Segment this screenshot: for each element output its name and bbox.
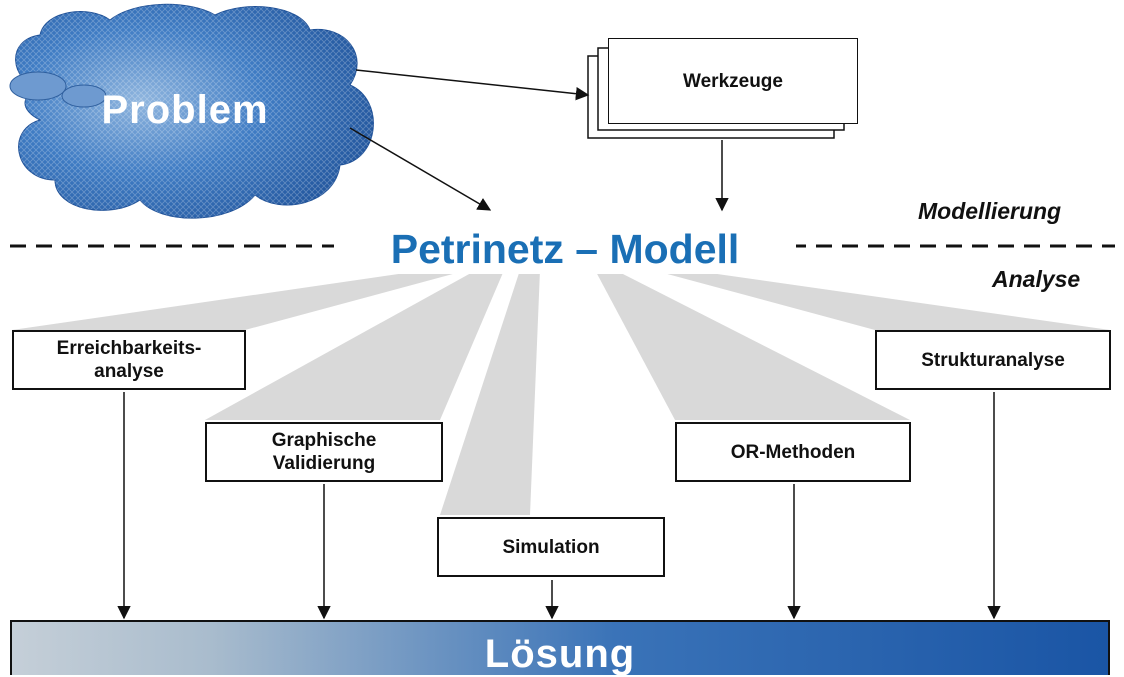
simulation-box: Simulation (437, 517, 665, 577)
arrow-problem-tools (355, 69, 590, 101)
fan-wedges (12, 268, 1110, 515)
or-methods-box: OR-Methoden (675, 422, 911, 482)
model-title: Petrinetz – Modell (334, 224, 796, 274)
solution-label: Lösung (484, 632, 636, 676)
tools-label: Werkzeuge (683, 70, 783, 92)
graphical-validation-box: Graphische Validierung (205, 422, 443, 482)
analysis-label: Analyse (992, 266, 1081, 292)
reachability-box: Erreichbarkeits- analyse (12, 330, 246, 390)
modeling-label: Modellierung (918, 198, 1062, 224)
solution-bar: Lösung (10, 620, 1110, 676)
problem-cloud (9, 3, 374, 219)
tools-box: Werkzeuge (608, 38, 858, 124)
problem-label: Problem (101, 88, 269, 132)
structure-analysis-box: Strukturanalyse (875, 330, 1111, 390)
arrow-problem-model (349, 127, 492, 211)
